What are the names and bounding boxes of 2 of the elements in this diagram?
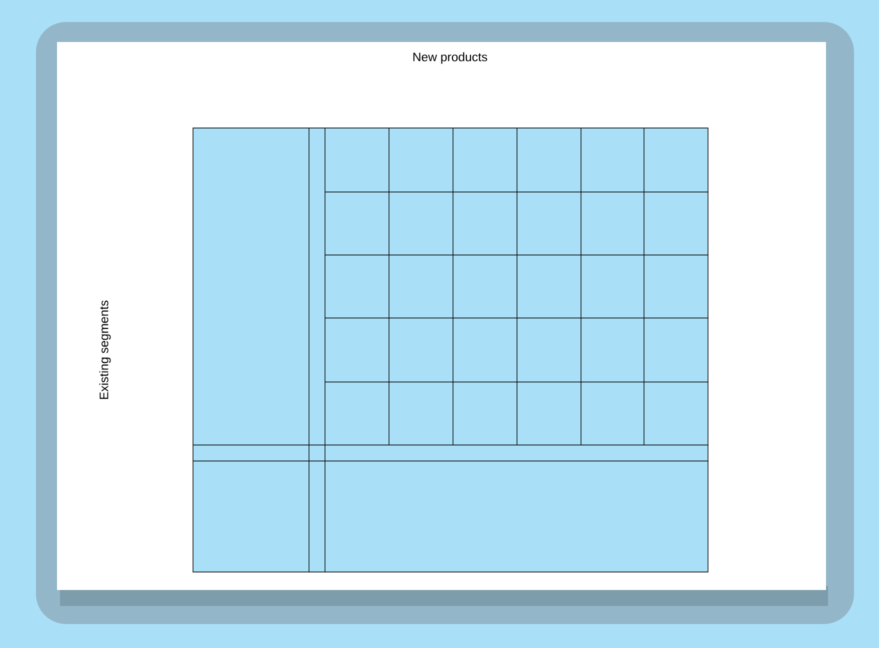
axis-label: Existing segments: [99, 300, 111, 399]
axis-label: New products: [413, 52, 488, 64]
